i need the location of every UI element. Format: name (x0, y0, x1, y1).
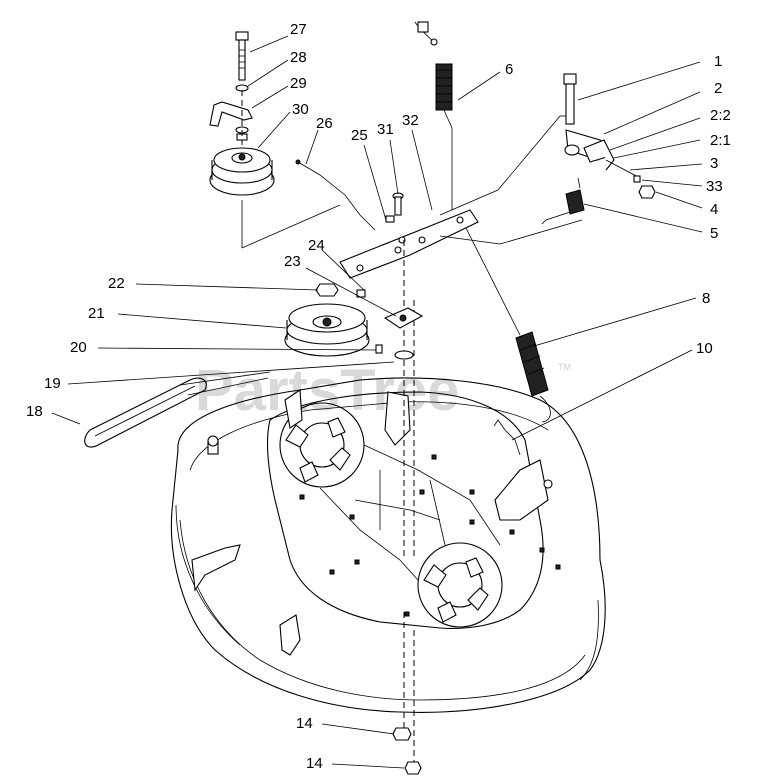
pulley-21 (284, 303, 370, 357)
nut-14a (392, 727, 412, 741)
callout-20: 20 (70, 339, 87, 356)
torsion-spring-5 (541, 177, 585, 225)
spring-8 (465, 227, 551, 423)
rod-10 (493, 419, 521, 456)
callout-26: 26 (316, 115, 333, 132)
callout-14b: 14 (306, 755, 323, 772)
callout-21: 21 (88, 305, 105, 322)
nut-25 (385, 215, 395, 223)
idler-arm-32 (339, 209, 479, 279)
callout-3: 3 (710, 155, 718, 172)
callout-8: 8 (702, 290, 710, 307)
callout-23: 23 (284, 253, 301, 270)
watermark-text: PartsTree (195, 358, 459, 423)
spring-6 (414, 21, 453, 210)
nut-33 (633, 175, 641, 183)
callout-24: 24 (308, 237, 325, 254)
callout-18: 18 (26, 403, 43, 420)
callout-25: 25 (351, 127, 368, 144)
callout-33: 33 (706, 178, 723, 195)
callout-2-1: 2:1 (710, 132, 731, 149)
cable-26 (297, 161, 376, 231)
callout-28: 28 (290, 49, 307, 66)
watermark-trademark: TM (558, 362, 571, 372)
callout-32: 32 (402, 112, 419, 129)
callout-1: 1 (714, 53, 722, 70)
bracket-24 (383, 307, 424, 329)
leader-lines (51, 35, 703, 769)
callout-30: 30 (292, 101, 309, 118)
bolt-3 (605, 159, 641, 179)
belt (84, 371, 271, 448)
nut-4 (638, 185, 656, 199)
callout-2-2: 2:2 (710, 107, 731, 124)
callout-4: 4 (710, 201, 718, 218)
nut-14b (404, 761, 422, 775)
callout-29: 29 (290, 75, 307, 92)
mower-deck (170, 377, 606, 713)
callout-2: 2 (714, 80, 722, 97)
callout-27: 27 (290, 21, 307, 38)
pivot-bolt-1 (563, 73, 577, 125)
bolt-31 (392, 192, 404, 216)
bracket-29 (209, 101, 253, 127)
washer-20 (394, 350, 414, 360)
callout-5: 5 (710, 225, 718, 242)
callout-19: 19 (44, 375, 61, 392)
nut-22 (315, 283, 339, 297)
idler-pulley-30 (209, 147, 275, 196)
callout-10: 10 (696, 340, 713, 357)
callout-14a: 14 (296, 715, 313, 732)
callout-31: 31 (377, 121, 394, 138)
callout-22: 22 (108, 275, 125, 292)
bolt-27 (235, 31, 249, 81)
callout-6: 6 (505, 61, 513, 78)
callout-labels: 27 28 29 30 26 25 31 32 6 1 2 2:2 2:1 3 … (26, 21, 731, 772)
bracket-2 (564, 129, 615, 171)
